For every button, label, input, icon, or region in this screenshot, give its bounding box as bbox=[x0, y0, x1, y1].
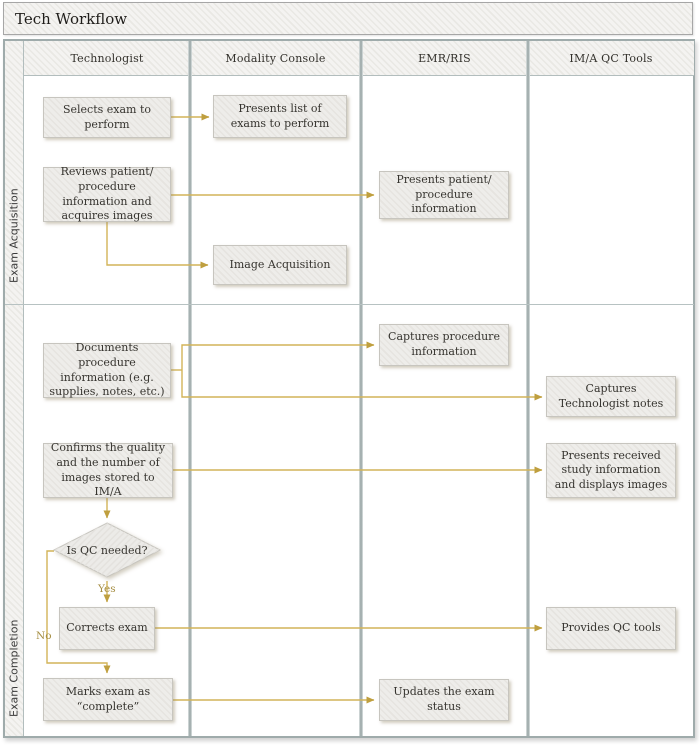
node-documents-procedure-label: Documents procedure information (e.g. su… bbox=[49, 341, 165, 399]
node-documents-procedure: Documents procedure information (e.g. su… bbox=[43, 341, 171, 399]
node-marks-complete: Marks exam as “complete” bbox=[43, 678, 173, 721]
node-provides-qc: Provides QC tools bbox=[546, 607, 676, 650]
node-image-acquisition-label: Image Acquisition bbox=[229, 257, 331, 271]
node-captures-notes: Captures Technologist notes bbox=[546, 376, 676, 417]
lane-header-row bbox=[5, 41, 694, 76]
decision-label: Is QC needed? bbox=[66, 543, 148, 557]
node-captures-procedure-label: Captures procedure information bbox=[388, 330, 500, 358]
node-reviews-patient-label: Reviews patient/ procedure information a… bbox=[60, 165, 154, 223]
band-divider bbox=[5, 304, 694, 305]
node-presents-list: Presents list of exams to perform bbox=[213, 95, 347, 138]
node-presents-patient: Presents patient/ procedure information bbox=[379, 171, 509, 219]
band-label-column bbox=[5, 41, 24, 736]
node-reviews-patient: Reviews patient/ procedure information a… bbox=[43, 165, 171, 223]
node-presents-received-label: Presents received study information and … bbox=[554, 448, 668, 491]
node-presents-patient-label: Presents patient/ procedure information bbox=[396, 173, 492, 216]
lane-divider-1 bbox=[188, 41, 192, 736]
lane-header-technologist: Technologist bbox=[70, 52, 144, 65]
node-selects-exam-label: Selects exam to perform bbox=[62, 102, 152, 131]
decision-is-qc-needed: Is QC needed? bbox=[52, 521, 162, 581]
node-captures-notes-label: Captures Technologist notes bbox=[558, 381, 664, 410]
node-marks-complete-label: Marks exam as “complete” bbox=[65, 684, 151, 713]
node-image-acquisition: Image Acquisition bbox=[213, 245, 347, 285]
node-corrects-exam-label: Corrects exam bbox=[66, 621, 148, 635]
edge-label-no: No bbox=[36, 630, 52, 642]
lane-divider-2 bbox=[359, 41, 363, 736]
node-captures-procedure: Captures procedure information bbox=[379, 324, 509, 366]
band-label-exam-completion: Exam Completion bbox=[7, 619, 21, 717]
node-presents-received: Presents received study information and … bbox=[546, 443, 676, 498]
node-corrects-exam: Corrects exam bbox=[59, 607, 155, 650]
diagram-title: Tech Workflow bbox=[15, 9, 128, 28]
node-selects-exam: Selects exam to perform bbox=[43, 97, 171, 138]
band-label-exam-acquisition: Exam Acquisition bbox=[7, 188, 21, 284]
lane-header-modality-console: Modality Console bbox=[225, 52, 326, 65]
node-confirms-quality: Confirms the quality and the number of i… bbox=[43, 441, 173, 499]
node-presents-list-label: Presents list of exams to perform bbox=[230, 101, 330, 130]
node-provides-qc-label: Provides QC tools bbox=[561, 621, 661, 635]
diagram-title-bar: Tech Workflow bbox=[3, 2, 693, 35]
lane-divider-3 bbox=[526, 41, 530, 736]
node-updates-status: Updates the exam status bbox=[379, 679, 509, 721]
decision-diamond-shape bbox=[52, 522, 162, 578]
node-confirms-quality-label: Confirms the quality and the number of i… bbox=[50, 441, 166, 499]
lane-header-emr-ris: EMR/RIS bbox=[418, 52, 471, 65]
edge-label-yes: Yes bbox=[98, 583, 116, 595]
node-updates-status-label: Updates the exam status bbox=[393, 685, 495, 713]
lane-header-ima-qc-tools: IM/A QC Tools bbox=[569, 52, 653, 65]
